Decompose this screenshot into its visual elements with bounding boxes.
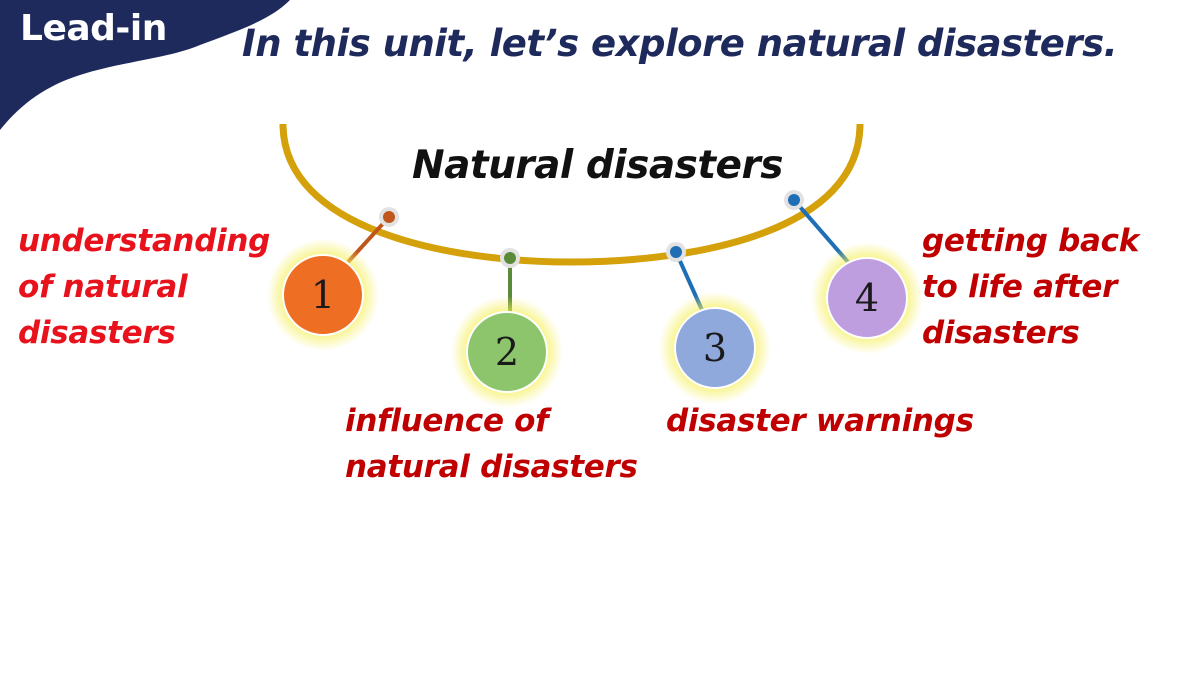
attachment-dot-3 xyxy=(666,242,686,262)
topic-4-line-1: getting back xyxy=(922,223,1140,259)
diagram-center-title: Natural disasters xyxy=(412,143,783,188)
page-headline: In this unit, let’s explore natural disa… xyxy=(242,22,1118,65)
topic-3-line-1: disaster warnings xyxy=(666,403,974,439)
topic-4-line-3: disasters xyxy=(922,315,1080,351)
node-number-4: 4 xyxy=(854,276,880,320)
node-circle-1 xyxy=(267,239,379,351)
node-number-2: 2 xyxy=(494,330,520,374)
topic-1-line-3: disasters xyxy=(18,315,176,351)
topic-2-line-2: natural disasters xyxy=(345,449,638,485)
attachment-dot-4 xyxy=(784,190,804,210)
node-circle-2 xyxy=(451,296,563,408)
node-number-3: 3 xyxy=(702,326,728,370)
node-circle-3 xyxy=(659,292,771,404)
topic-label-2: influence of natural disasters xyxy=(345,398,638,490)
topic-label-4: getting back to life after disasters xyxy=(922,218,1139,356)
topic-4-line-2: to life after xyxy=(922,269,1118,305)
topic-2-line-1: influence of xyxy=(345,403,549,439)
topic-1-line-2: of natural xyxy=(18,269,188,305)
lead-in-corner-shape xyxy=(0,0,290,130)
topic-1-line-1: understanding xyxy=(18,223,271,259)
topic-label-1: understanding of natural disasters xyxy=(18,218,270,356)
node-circle-4 xyxy=(811,242,923,354)
attachment-dot-2 xyxy=(500,248,520,268)
topic-label-3: disaster warnings xyxy=(666,398,974,444)
lead-in-label: Lead-in xyxy=(20,8,167,49)
arc-connector xyxy=(279,123,864,266)
attachment-dot-1 xyxy=(379,207,399,227)
node-number-1: 1 xyxy=(310,273,336,317)
